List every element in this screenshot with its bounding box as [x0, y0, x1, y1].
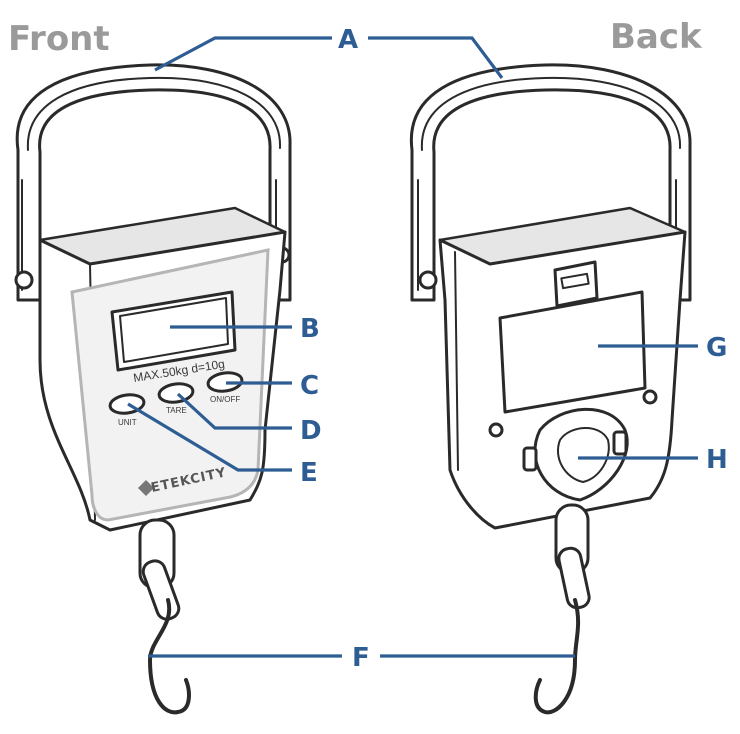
tare-button[interactable]	[157, 382, 195, 405]
leader-e	[127, 402, 292, 472]
screw-right	[642, 389, 658, 405]
back-heading: Back	[610, 17, 703, 57]
back-hinge-left	[418, 270, 438, 290]
leader-d	[176, 392, 292, 430]
tare-button-label: TARE	[166, 406, 187, 415]
back-chain-link-2	[557, 546, 591, 610]
callout-c: C	[300, 371, 319, 401]
onoff-button-label: ON/OFF	[210, 395, 240, 404]
callout-b: B	[300, 314, 320, 344]
leader-a-front	[154, 36, 332, 72]
front-hook	[148, 598, 191, 715]
front-heading: Front	[8, 19, 110, 59]
onoff-button[interactable]	[206, 371, 244, 394]
back-scale	[409, 63, 692, 715]
unit-button-label: UNIT	[118, 418, 137, 427]
hook-mount-ring	[533, 407, 629, 502]
screw-left	[488, 422, 504, 438]
callout-f: F	[352, 643, 370, 673]
callout-h: H	[706, 445, 728, 475]
callout-g: G	[706, 333, 727, 363]
leader-a-back	[368, 36, 504, 79]
front-handle	[15, 63, 292, 302]
mount-clip-left	[522, 446, 538, 472]
front-hinge-left	[14, 270, 34, 290]
callout-e: E	[300, 458, 318, 488]
back-hook	[533, 598, 581, 715]
callout-a: A	[338, 25, 358, 55]
front-scale: MAX.50kg d=10g UNIT TARE ON/OFF ETEKCITY	[14, 63, 292, 715]
back-clip	[553, 260, 599, 308]
battery-cover	[498, 290, 647, 414]
callout-d: D	[300, 416, 322, 446]
mount-clip-right	[612, 430, 628, 456]
brand-logo-icon	[138, 480, 154, 496]
